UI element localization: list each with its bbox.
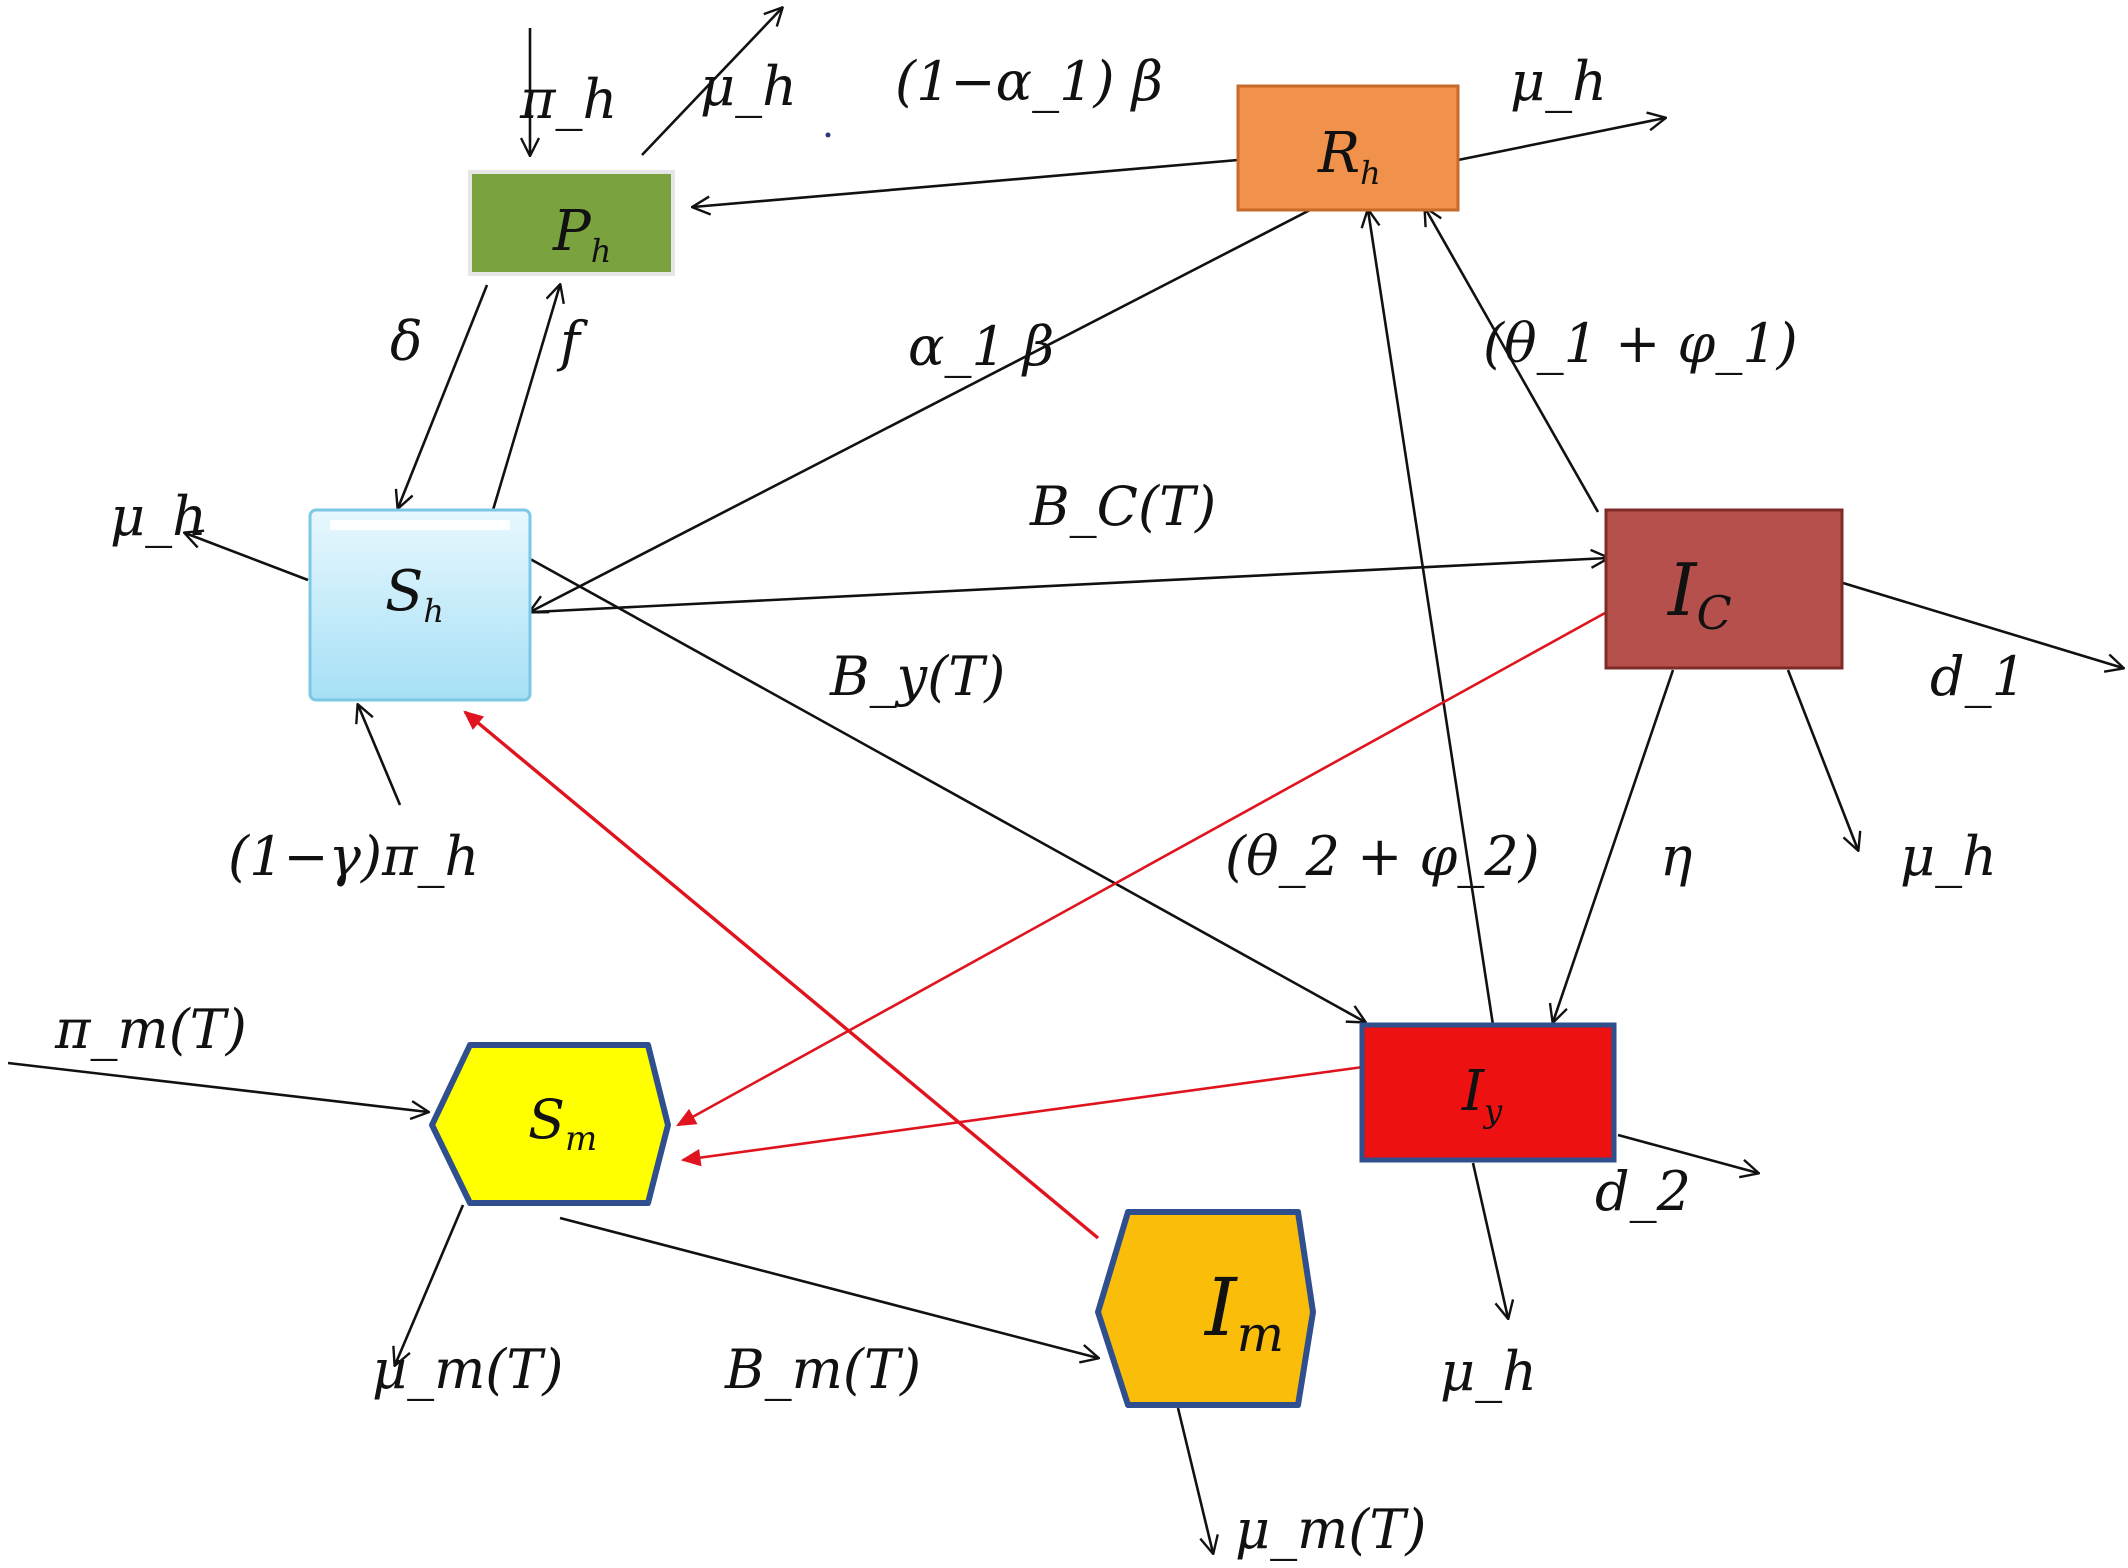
compartment-Sm-sub: m <box>565 1119 597 1159</box>
edge-group-red <box>465 611 1606 1240</box>
compartment-Iy-base: I <box>1461 1059 1486 1124</box>
label-f: f <box>556 310 588 373</box>
compartment-Ic: IC <box>1604 508 1844 670</box>
edge-Ic-to-mu-h <box>1786 669 1858 850</box>
edge-label-group: π_h μ_h (1−α_1) β μ_h δ f α_1 β (θ_1 + φ… <box>54 50 2026 1561</box>
edge-Iy-to-mu-h <box>1471 1162 1508 1318</box>
edge-Sm-to-Im <box>559 1216 1098 1358</box>
edge-Sm-to-mu-m <box>395 1204 465 1365</box>
compartment-Iy-box <box>1359 1022 1617 1163</box>
label-eta: η <box>1660 825 1692 888</box>
edge-Iy-to-Rh <box>1368 210 1495 1026</box>
edge-Iy-to-Sm <box>683 1065 1364 1160</box>
compartment-Ph-base: P <box>552 199 592 264</box>
compartment-Im-shape <box>1095 1209 1316 1408</box>
compartment-Sm-base: S <box>528 1088 565 1151</box>
edge-Rh-to-Ph <box>693 158 1239 207</box>
compartment-Sh-label: Sh <box>385 559 444 630</box>
label-pi-h: π_h <box>519 68 617 131</box>
edge-Sh-to-Ph-f <box>491 285 560 511</box>
compartment-Rh-label: Rh <box>1317 121 1381 192</box>
compartment-Ph-sub: h <box>591 232 612 270</box>
compartment-Ic-base: I <box>1666 548 1698 632</box>
label-d1: d_1 <box>1930 645 2026 708</box>
compartment-Ph-label: Ph <box>552 199 611 270</box>
compartment-Sh: Sh <box>308 508 532 702</box>
label-one-minus-alpha-beta: (1−α_1) β <box>895 50 1163 113</box>
compartment-Sh-base: S <box>385 559 423 624</box>
compartment-Sm: Sm <box>429 1042 671 1206</box>
compartment-Rh-base: R <box>1317 121 1360 186</box>
edge-Iy-to-d2 <box>1617 1133 1758 1173</box>
edge-Sh-to-mu-h <box>185 533 309 582</box>
label-d2: d_2 <box>1595 1160 1691 1223</box>
compartment-Rh: Rh <box>1236 84 1460 212</box>
label-By: B_y(T) <box>829 645 1005 708</box>
label-mu-h-Ic: μ_h <box>1900 825 1997 888</box>
label-delta: δ <box>390 310 423 373</box>
compartment-Ic-box <box>1604 508 1844 670</box>
edge-Ph-to-mu-h <box>641 8 782 156</box>
label-alpha-beta: α_1 β <box>908 315 1054 378</box>
compartment-Ic-sub: C <box>1696 586 1731 640</box>
edge-Rh-to-mu-h <box>1457 118 1665 162</box>
compartment-Iy-sub: y <box>1482 1092 1503 1130</box>
edge-Ic-to-Iy-eta <box>1553 669 1675 1022</box>
compartment-Im-sub: m <box>1237 1305 1284 1363</box>
label-mu-h-Sh: μ_h <box>110 485 207 548</box>
label-theta1-phi1: (θ_1 + φ_1) <box>1483 312 1798 375</box>
edge-Im-to-Sh <box>465 712 1100 1240</box>
label-mu-h-Ph: μ_h <box>700 55 797 118</box>
compartment-Ph-box <box>468 170 675 276</box>
label-mu-m-Sm: μ_m(T) <box>372 1338 563 1401</box>
compartment-Sm-shape <box>429 1042 671 1206</box>
label-Bm: B_m(T) <box>724 1338 921 1401</box>
edge-Sh-to-Iy <box>522 553 1365 1022</box>
edge-Ic-to-Sm <box>678 611 1606 1127</box>
edge-group-black <box>7 8 2123 1553</box>
label-theta2-phi2: (θ_2 + φ_2) <box>1225 825 1540 888</box>
label-mu-h-Rh: μ_h <box>1510 50 1607 113</box>
compartment-Iy-label: Iy <box>1461 1059 1503 1130</box>
compartment-Ph: Ph <box>468 170 675 276</box>
compartment-Im-base: I <box>1203 1261 1238 1354</box>
edge-Im-to-mu-m <box>1176 1407 1213 1553</box>
compartment-Im-label: Im <box>1203 1261 1284 1363</box>
edge-recruit-into-Sh <box>358 705 402 806</box>
edge-Ph-to-Sh-delta <box>398 284 489 508</box>
label-pi-m: π_m(T) <box>54 998 247 1061</box>
compartment-Sh-sub: h <box>423 592 444 630</box>
label-Bc: B_C(T) <box>1029 475 1216 538</box>
compartment-Rh-box <box>1236 84 1460 212</box>
label-mu-h-Iy: μ_h <box>1440 1340 1537 1403</box>
edge-Sh-to-Ic <box>532 558 1608 614</box>
label-mu-m-Im: μ_m(T) <box>1235 1498 1426 1561</box>
edge-pi-m-into-Sm <box>7 1061 428 1112</box>
compartment-Im: Im <box>1095 1209 1316 1408</box>
compartment-Sm-label: Sm <box>528 1088 597 1159</box>
compartment-Rh-sub: h <box>1360 154 1381 192</box>
edge-Ic-to-d1 <box>1842 581 2123 668</box>
compartment-Sh-highlight <box>330 520 510 530</box>
edge-Ic-to-Rh <box>1425 208 1600 513</box>
edge-Rh-to-Sh <box>530 208 1311 612</box>
compartment-Iy: Iy <box>1359 1022 1617 1163</box>
compartment-Sh-box <box>308 508 532 702</box>
label-one-minus-gamma-pi-h: (1−γ)π_h <box>228 825 479 888</box>
stray-dot <box>825 132 831 138</box>
compartment-Ic-label: IC <box>1666 548 1732 640</box>
